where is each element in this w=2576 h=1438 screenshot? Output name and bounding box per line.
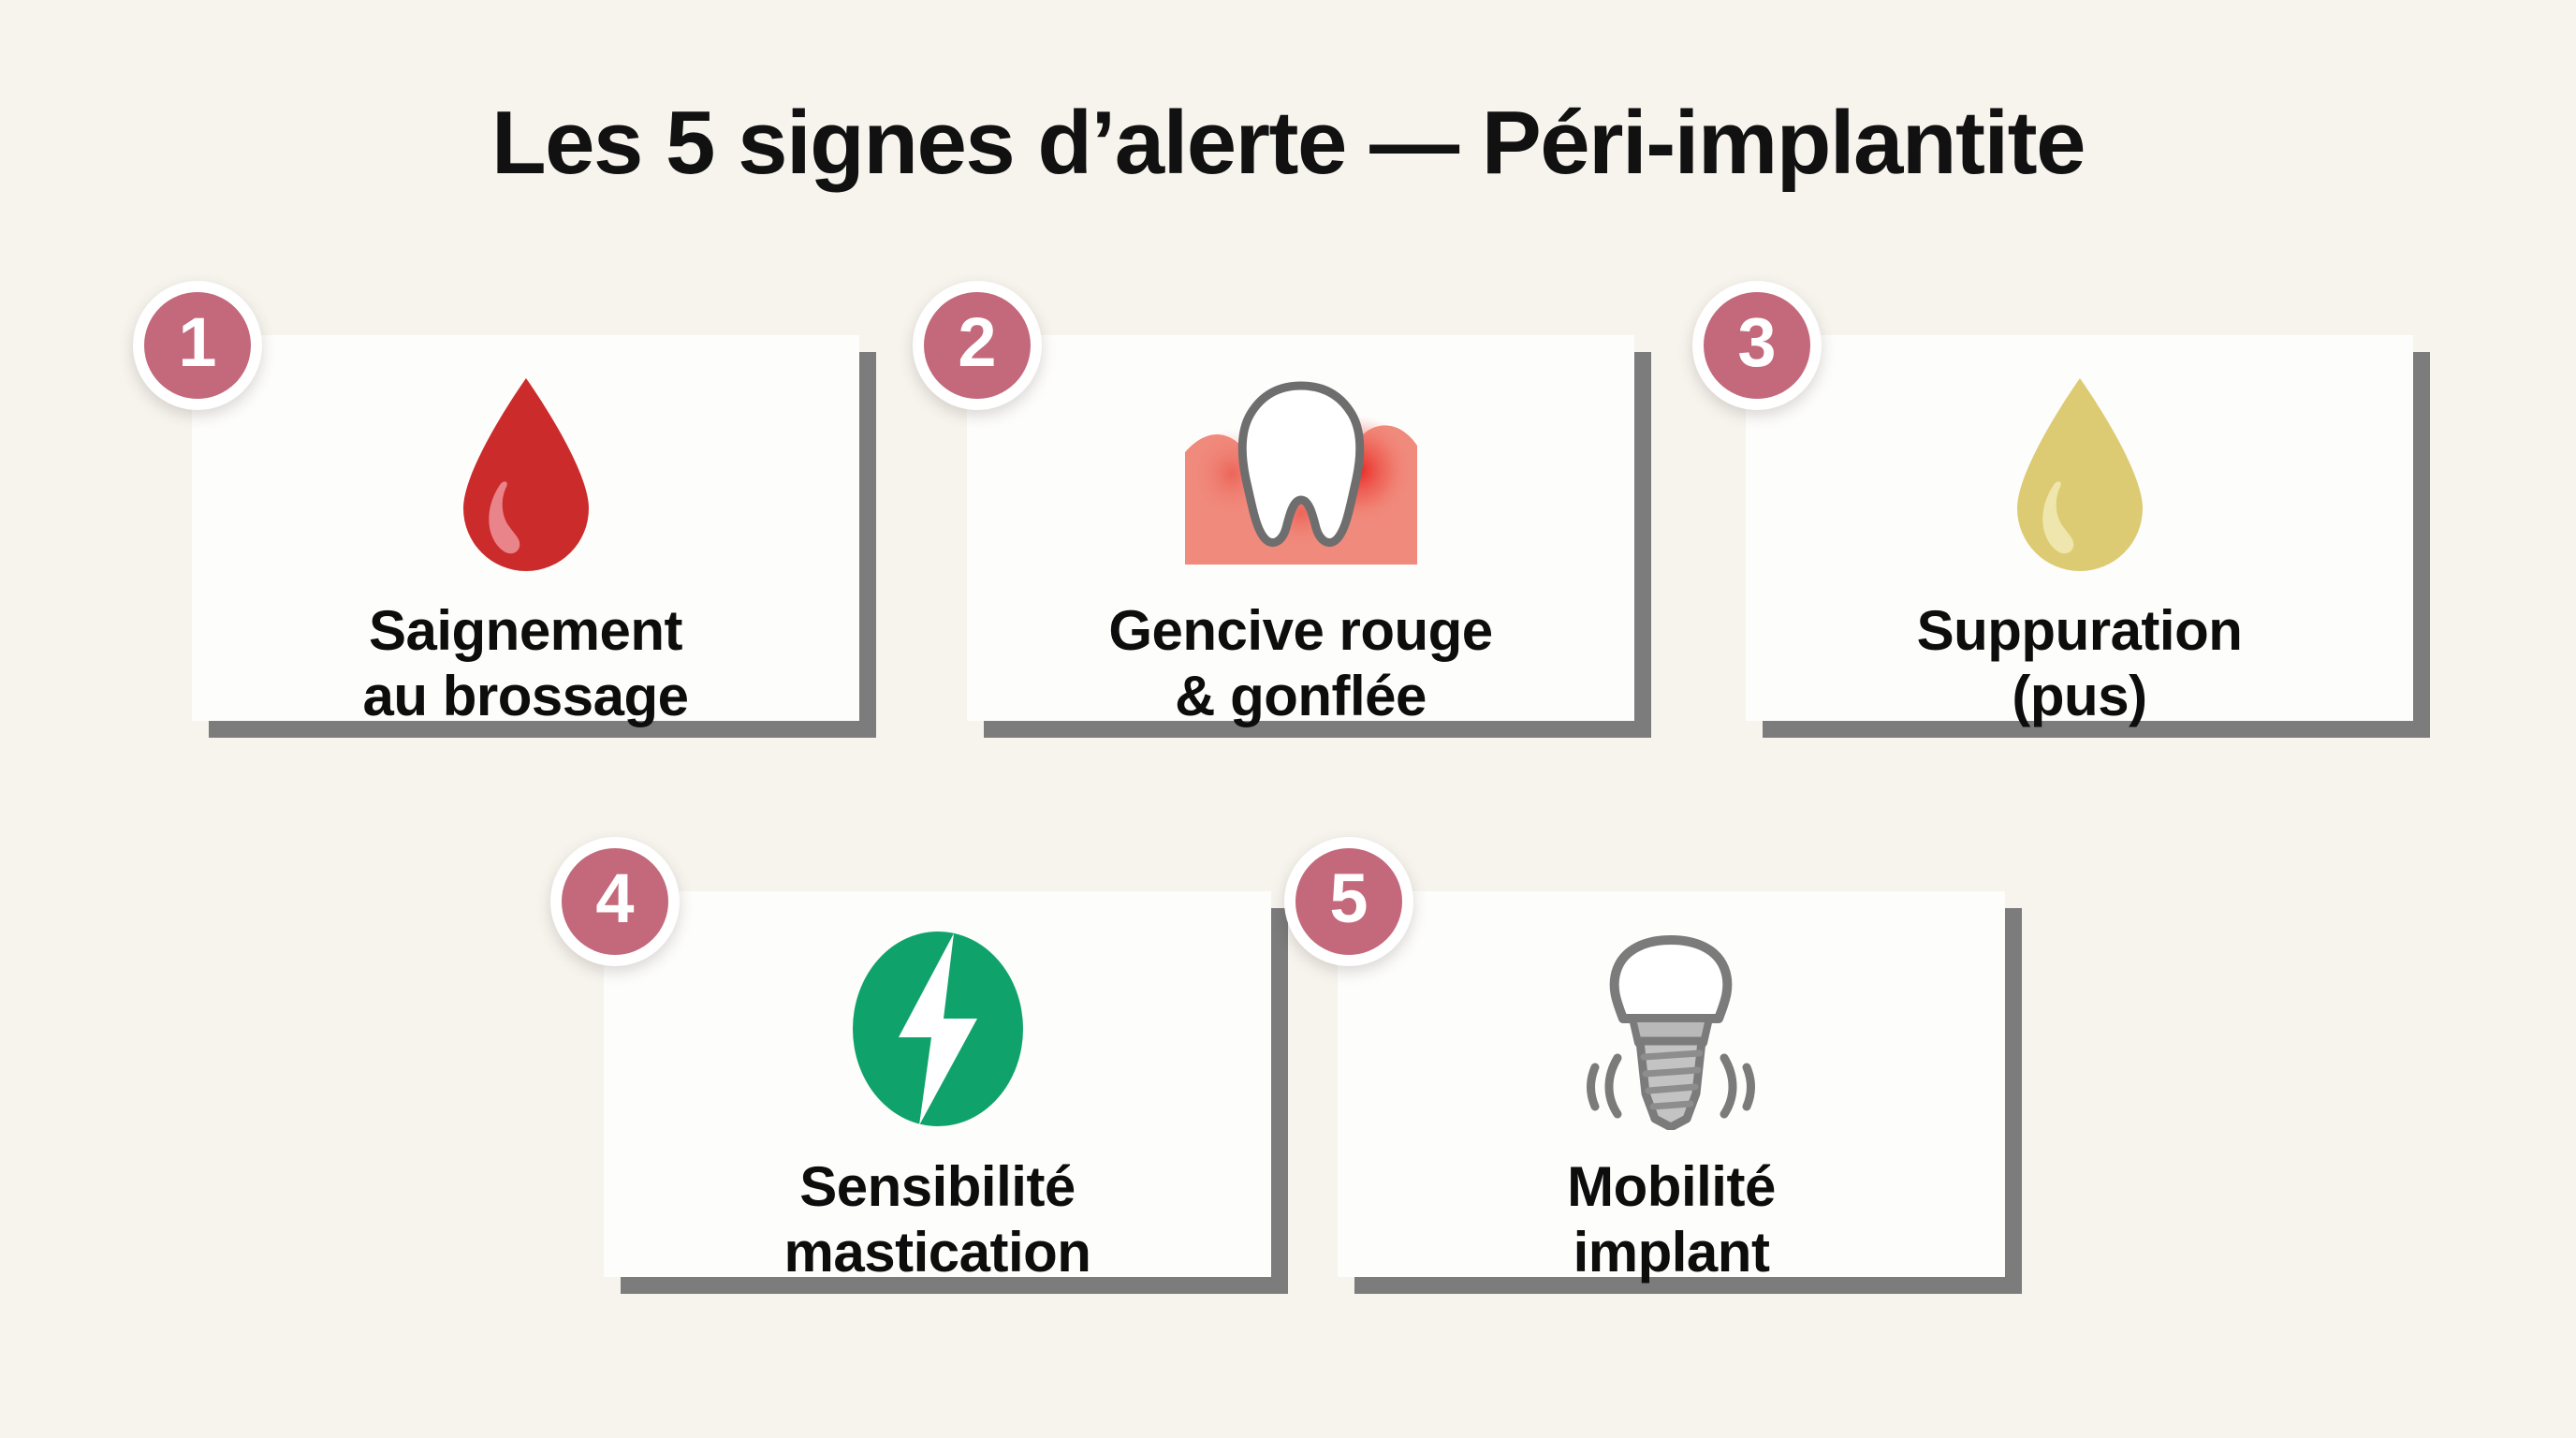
sign-card-4[interactable]: Sensibilité mastication [604,891,1271,1284]
sign-card-4-label-line2: mastication [783,1220,1091,1284]
sign-card-1-label-line2: au brossage [362,664,689,727]
step-badge-3: 3 [1692,281,1822,410]
blood-drop-icon [446,373,606,574]
sign-card-5-label-line1: Mobilité [1567,1155,1776,1218]
step-badge-2: 2 [913,281,1042,410]
step-badge-3-number: 3 [1737,303,1777,381]
sign-card-2-label-line2: & gonflée [1175,664,1427,727]
sign-card-5[interactable]: Mobilité implant [1338,891,2005,1284]
step-badge-4: 4 [550,837,680,966]
sign-card-5-label-line2: implant [1573,1220,1770,1284]
sign-card-4-label-line1: Sensibilité [799,1155,1076,1218]
sign-card-1[interactable]: Saignement au brossage [192,335,859,727]
sign-card-1-label-line1: Saignement [368,599,683,662]
sign-card-3-label-line2: (pus) [2012,664,2147,727]
sign-card-3-label-line1: Suppuration [1916,599,2243,662]
dental-implant-mobility-icon [1571,929,1772,1130]
sign-card-3-label: Suppuration (pus) [1746,598,2413,728]
step-badge-1: 1 [133,281,262,410]
step-badge-2-number: 2 [958,303,997,381]
step-badge-1-number: 1 [178,303,217,381]
sign-card-1-label: Saignement au brossage [192,598,859,728]
sign-card-3[interactable]: Suppuration (pus) [1746,335,2413,727]
sign-card-5-label: Mobilité implant [1338,1154,2005,1284]
sign-card-4-label: Sensibilité mastication [604,1154,1271,1284]
step-badge-5: 5 [1284,837,1413,966]
pus-drop-icon [2000,373,2159,574]
sign-card-2-label: Gencive rouge & gonflée [967,598,1634,728]
lightning-bolt-icon [844,929,1032,1130]
step-badge-4-number: 4 [595,859,635,937]
page-title: Les 5 signes d’alerte — Péri-implantite [490,93,2086,193]
step-badge-5-number: 5 [1329,859,1368,937]
sign-card-2-label-line1: Gencive rouge [1108,599,1493,662]
sign-card-2[interactable]: Gencive rouge & gonflée [967,335,1634,727]
inflamed-gum-tooth-icon [1176,373,1427,574]
